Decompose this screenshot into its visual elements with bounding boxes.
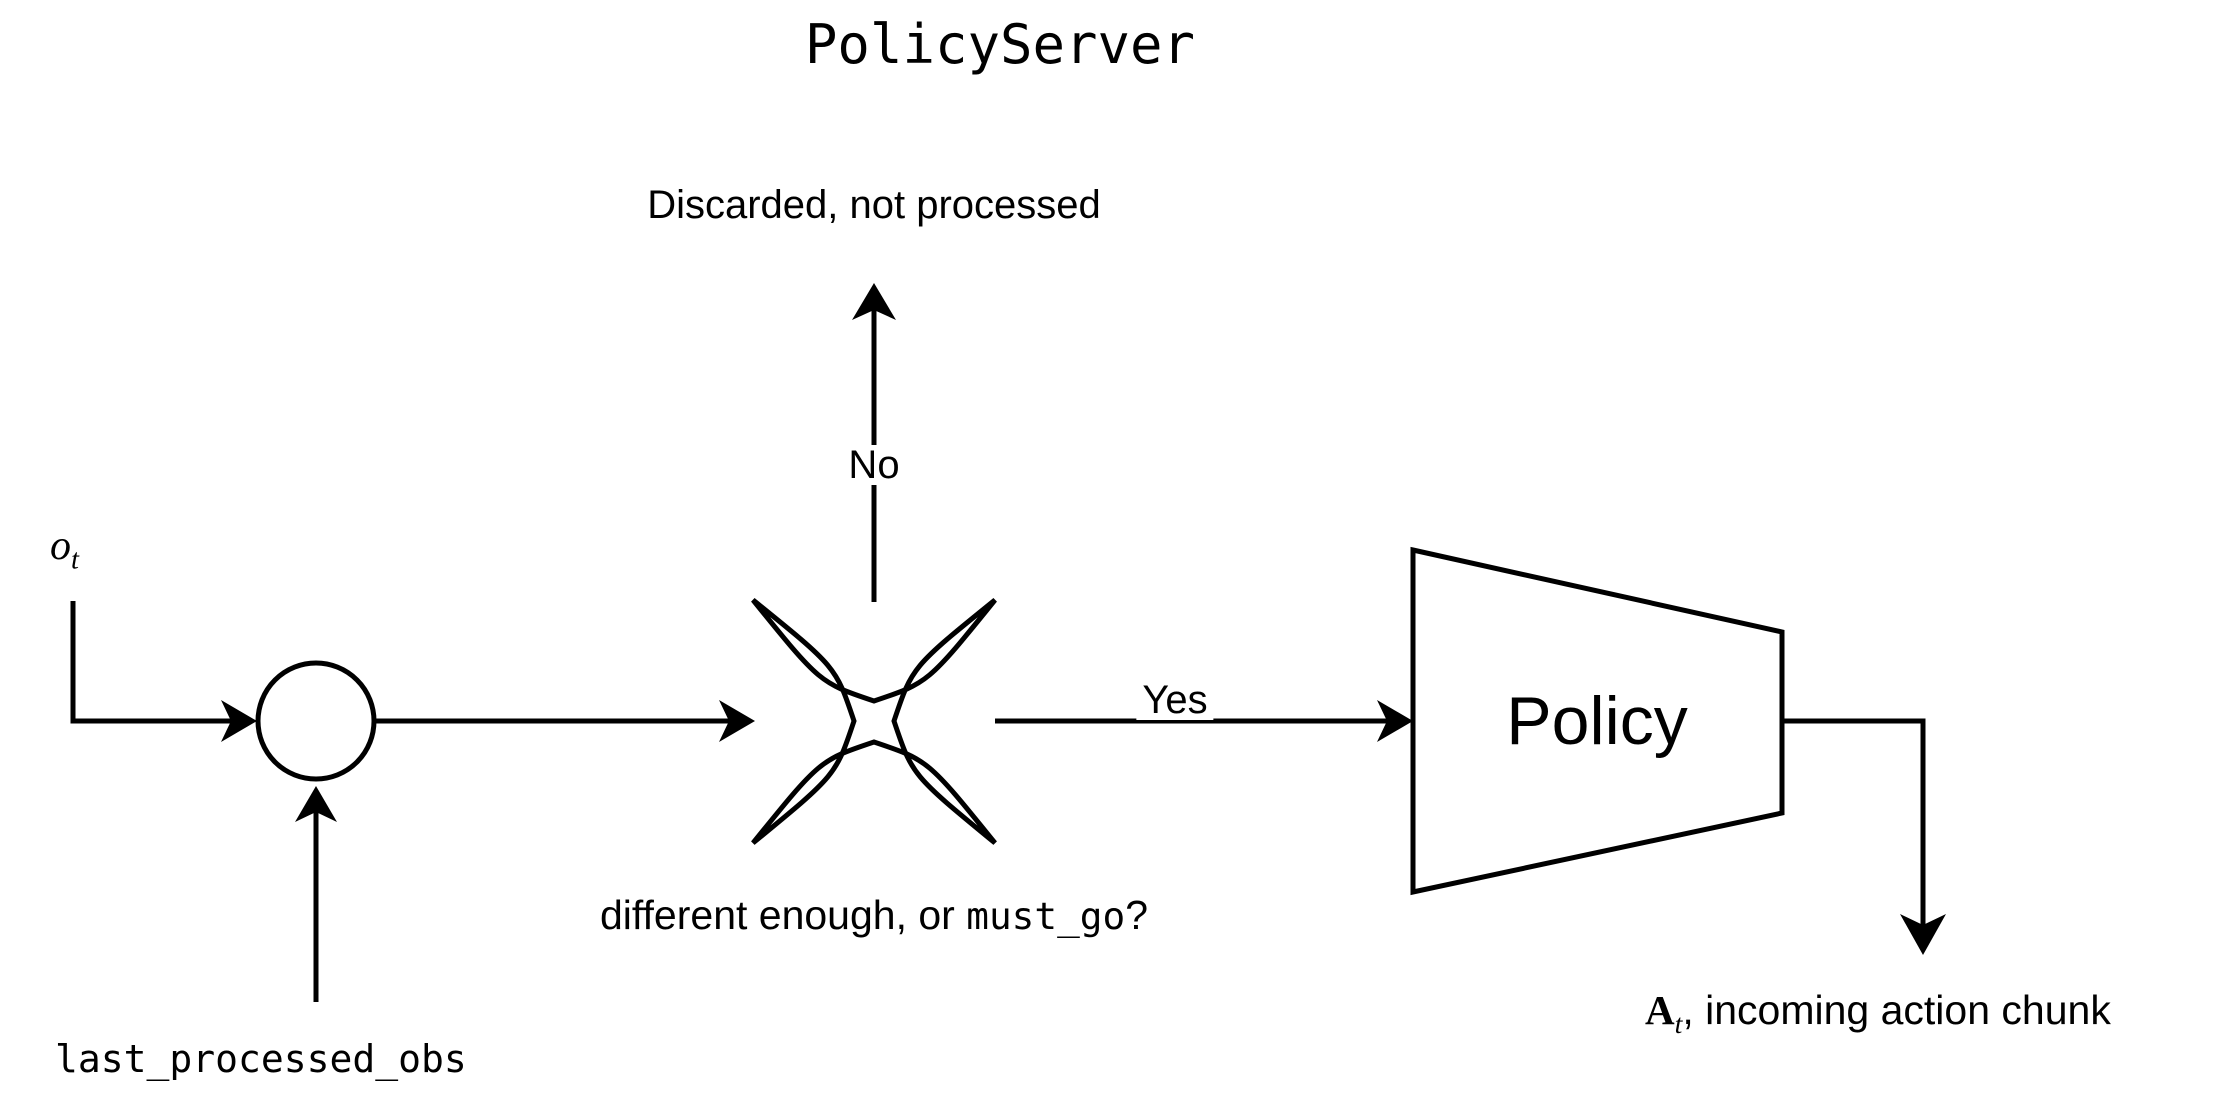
decision-caption-suffix: ? [1125, 892, 1149, 938]
observation-subscript: t [71, 544, 79, 576]
edge-label-no: No [842, 445, 906, 485]
action-chunk-output-label: At, incoming action chunk [1645, 990, 2111, 1039]
arrowhead-junction-to-decision [719, 700, 755, 742]
action-chunk-subscript: t [1674, 1009, 1683, 1041]
arrowhead-last-processed-obs [295, 786, 337, 822]
observation-symbol: o [50, 523, 71, 569]
discarded-label: Discarded, not processed [647, 183, 1101, 227]
observation-input-label: ot [50, 524, 79, 575]
edge-observation-to-junction [70, 601, 243, 724]
arrowhead-no-branch [852, 283, 896, 320]
policy-node-shape[interactable] [1410, 546, 1785, 896]
edge-policy-output [1782, 718, 1926, 932]
policy-node-label: Policy [1506, 683, 1688, 759]
arrowhead-observation-to-junction [221, 700, 257, 742]
decision-caption-code: must_go [966, 894, 1126, 938]
edge-label-yes: Yes [1136, 680, 1214, 720]
decision-node-shape[interactable] [751, 598, 997, 845]
observation-merge-junction[interactable] [255, 660, 377, 782]
action-chunk-symbol: A [1645, 987, 1675, 1033]
last-processed-obs-label: last_processed_obs [55, 1037, 467, 1081]
arrowhead-yes-branch [1377, 700, 1413, 742]
arrowhead-policy-output [1900, 914, 1946, 955]
decision-caption-prefix: different enough, or [599, 892, 967, 938]
action-chunk-description: , incoming action chunk [1682, 987, 2111, 1033]
diagram-title: PolicyServer [804, 13, 1196, 76]
decision-node-caption: different enough, or must_go? [600, 895, 1148, 936]
